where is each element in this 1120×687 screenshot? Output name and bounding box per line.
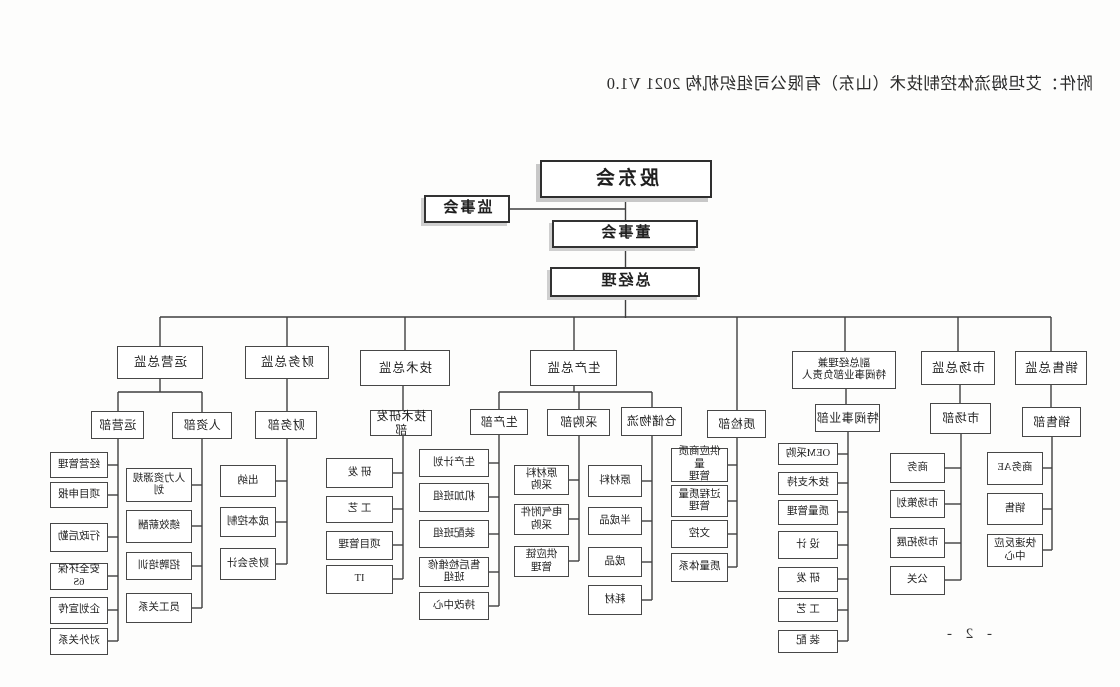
org-leaf-tech-rd-1: 工 艺 — [326, 496, 393, 523]
org-leaf-marketing-3: 公关 — [890, 566, 945, 595]
org-leaf-qc-0: 供应商质量 管理 — [671, 446, 728, 482]
org-node-finance-director: 财务总监 — [245, 346, 329, 379]
org-leaf-finance-2: 财务会计 — [220, 548, 276, 580]
org-node-supervisory-board: 监事会 — [424, 195, 510, 223]
org-leaf-special-valve-4: 研 发 — [778, 567, 838, 592]
org-node-general-manager: 总经理 — [550, 267, 700, 297]
org-leaf-production-4: 持改中心 — [419, 592, 489, 620]
org-leaf-hr-1: 绩效薪酬 — [126, 510, 192, 543]
org-node-production-dept: 生产部 — [470, 409, 528, 435]
org-leaf-hr-3: 员工关系 — [126, 593, 192, 623]
org-node-purchasing-dept: 采购部 — [547, 409, 610, 436]
org-node-operations-dept: 运营部 — [91, 411, 144, 439]
org-leaf-special-valve-1: 技术支持 — [778, 472, 838, 495]
org-node-marketing-director: 市场总监 — [921, 351, 995, 385]
org-leaf-finance-1: 成本控制 — [220, 507, 276, 537]
org-leaf-operations-3: 安全环保6S — [50, 563, 108, 590]
org-leaf-hr-2: 招聘培训 — [126, 552, 192, 580]
org-leaf-special-valve-5: 工 艺 — [778, 598, 838, 622]
org-leaf-marketing-2: 市场拓展 — [890, 528, 945, 558]
org-leaf-sales-0: 商务AE — [987, 452, 1043, 485]
org-leaf-hr-0: 人力资源规划 — [126, 468, 192, 502]
org-leaf-finance-0: 出纳 — [220, 465, 276, 497]
org-node-special-valve-bu: 特阀事业部 — [815, 404, 880, 432]
org-leaf-tech-rd-2: 项目管理 — [326, 531, 393, 560]
org-node-hr-dept: 人资部 — [172, 412, 232, 439]
org-leaf-special-valve-3: 设 计 — [778, 531, 838, 559]
org-leaf-operations-2: 行政后勤 — [50, 523, 108, 552]
org-leaf-purchasing-2: 供应链 管理 — [514, 546, 569, 577]
org-node-warehouse-logistics: 仓储物流 — [621, 407, 682, 436]
org-leaf-warehouse-1: 半成品 — [588, 507, 642, 535]
org-leaf-qc-3: 质量体系 — [671, 553, 728, 582]
org-node-operations-director: 运营总监 — [117, 346, 203, 379]
org-leaf-warehouse-2: 成品 — [588, 547, 642, 577]
org-node-board-of-directors: 董事会 — [552, 220, 698, 248]
org-leaf-production-0: 生产计划 — [419, 449, 489, 477]
org-leaf-operations-4: 企划宣传 — [50, 597, 108, 624]
org-node-sales-dept: 销售部 — [1022, 407, 1081, 437]
org-node-sales-director: 销售总监 — [1015, 351, 1087, 385]
org-node-tech-director: 技术总监 — [360, 350, 450, 386]
org-node-tech-rd-dept: 技术研发部 — [370, 409, 432, 437]
org-leaf-special-valve-2: 质量管理 — [778, 500, 838, 525]
org-leaf-production-2: 装配班组 — [419, 520, 489, 548]
org-leaf-operations-5: 对外关系 — [50, 628, 108, 655]
org-leaf-operations-0: 经营管理 — [50, 452, 108, 478]
org-leaf-special-valve-0: OEM采购 — [778, 443, 838, 465]
org-leaf-warehouse-3: 耗材 — [588, 585, 642, 615]
org-leaf-tech-rd-0: 研 发 — [326, 458, 393, 488]
org-leaf-purchasing-1: 电气附件 采购 — [514, 504, 569, 535]
org-node-production-director: 生产总监 — [530, 350, 617, 386]
org-leaf-warehouse-0: 原材料 — [588, 465, 642, 497]
org-leaf-production-3: 售后检维修 班组 — [419, 557, 489, 587]
org-leaf-tech-rd-3: IT — [326, 565, 393, 594]
org-leaf-qc-2: 文控 — [671, 520, 728, 548]
org-node-qc-dept: 质检部 — [707, 410, 766, 438]
org-node-shareholders-meeting: 股东会 — [540, 160, 712, 198]
org-leaf-marketing-1: 市场策划 — [890, 490, 945, 518]
org-leaf-purchasing-0: 原材料 采购 — [514, 465, 569, 495]
org-leaf-operations-1: 项目申报 — [50, 482, 108, 508]
org-leaf-sales-2: 快速反应 中心 — [987, 534, 1043, 567]
org-leaf-marketing-0: 商务 — [890, 453, 945, 483]
org-node-finance-dept: 财务部 — [255, 411, 317, 439]
org-leaf-sales-1: 销售 — [987, 493, 1043, 525]
org-node-deputy-gm-special-valve: 副总经理兼 特阀事业部负责人 — [792, 351, 896, 389]
org-node-marketing-dept: 市场部 — [930, 403, 991, 434]
org-leaf-production-1: 机加班组 — [419, 483, 489, 512]
org-leaf-qc-1: 过程质量 管理 — [671, 485, 728, 517]
org-leaf-special-valve-6: 装 配 — [778, 630, 838, 653]
